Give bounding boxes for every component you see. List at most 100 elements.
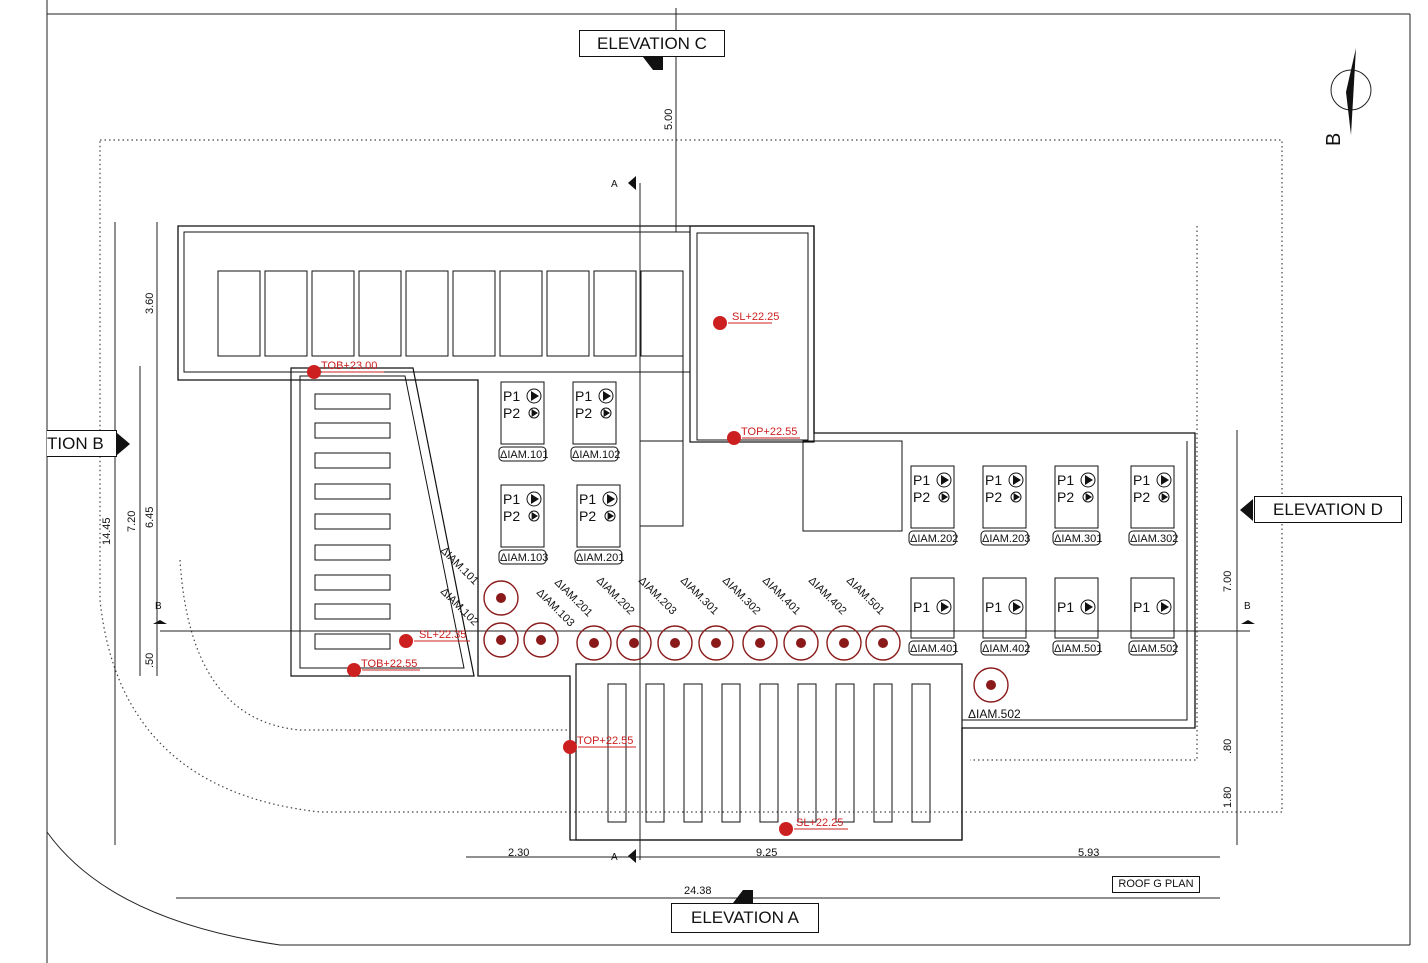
pump-icon xyxy=(938,491,950,503)
pump-arrow-icon xyxy=(531,409,538,417)
north-arrow-icon xyxy=(1330,48,1372,135)
unit-tag-box xyxy=(570,446,619,462)
dim-bottom-mid: 9.25 xyxy=(756,847,777,859)
elevation-b-pointer xyxy=(117,433,130,455)
unit-tag-box xyxy=(980,640,1029,656)
fan-tag: ΔIAM.502 xyxy=(968,707,1021,721)
section-a-top-arrow xyxy=(628,176,636,190)
site-outline-dotted xyxy=(99,139,1283,813)
dim-bottom-left: 2.30 xyxy=(508,847,529,859)
unit-p2-label: P2 xyxy=(1133,489,1150,505)
pump-arrow-icon xyxy=(941,602,949,612)
pump-arrow-icon xyxy=(1085,602,1093,612)
dim-right-bottom: 1.80 xyxy=(1222,787,1234,808)
unit-tag: ΔIAM.103 xyxy=(500,552,548,564)
pump-arrow-icon xyxy=(1085,475,1093,485)
unit-blocks: P1P2ΔIAM.101P1P2ΔIAM.102P1P2ΔIAM.103P1P2… xyxy=(498,381,1178,656)
unit-tag-box xyxy=(980,530,1029,546)
fan-tag: ΔIAM.302 xyxy=(720,575,763,618)
exhaust-fan-row xyxy=(483,580,1009,703)
dim-right-main: 7.00 xyxy=(1222,571,1234,592)
dim-left-inner: 6.45 xyxy=(144,507,156,528)
pump-icon xyxy=(1080,599,1096,615)
pump-icon xyxy=(1158,491,1170,503)
pump-icon xyxy=(528,510,540,522)
roof-edge-dotted-left xyxy=(179,559,570,731)
pump-icon xyxy=(604,510,616,522)
north-label: B xyxy=(1323,133,1345,146)
bottom-dimension-lines xyxy=(176,856,1220,899)
pump-arrow-icon xyxy=(1085,493,1092,501)
pump-arrow-icon xyxy=(607,512,614,520)
fan-tag: ΔIAM.102 xyxy=(438,586,481,629)
pump-arrow-icon xyxy=(531,391,539,401)
dimension-texts: 5.00 14.45 7.20 3.60 6.45 .50 7.00 .80 1… xyxy=(101,109,1234,897)
pump-icon xyxy=(528,407,540,419)
unit-tag-box xyxy=(574,549,623,565)
unit-tag: ΔIAM.101 xyxy=(500,449,548,461)
elevation-c-label: ELEVATION C xyxy=(597,34,707,53)
upper-block xyxy=(689,225,815,443)
left-dimension-lines xyxy=(114,222,158,845)
elevation-c-pointer xyxy=(643,57,663,70)
unit-outline xyxy=(1054,577,1099,639)
unit-p1-label: P1 xyxy=(913,472,930,488)
elevation-b-tag: TION B xyxy=(47,430,117,457)
level-label: SL+22.35 xyxy=(419,629,466,641)
pump-arrow-icon xyxy=(1013,475,1021,485)
level-labels: SL+22.25 TOP+22.55 TOB+23.00 SL+22.35 TO… xyxy=(321,311,843,829)
unit-outline xyxy=(572,381,617,445)
unit-p1-label: P1 xyxy=(1133,599,1150,615)
unit-tag-box xyxy=(1128,640,1177,656)
unit-outline xyxy=(1130,465,1175,529)
pump-arrow-icon xyxy=(531,512,538,520)
unit-outline xyxy=(982,577,1027,639)
solar-panel-row xyxy=(217,270,684,357)
unit-p1-label: P1 xyxy=(503,491,520,507)
elevation-c-tag: ELEVATION C xyxy=(579,30,725,57)
unit-p1-label: P1 xyxy=(1057,599,1074,615)
building-outline xyxy=(177,225,1196,841)
section-letters: A A B B B xyxy=(155,133,1345,863)
section-b-left-arrow xyxy=(153,620,167,624)
upper-block-inner xyxy=(696,232,809,441)
level-markers xyxy=(307,316,848,836)
unit-tag-box xyxy=(908,530,957,546)
unit-outline xyxy=(982,465,1027,529)
unit-outline xyxy=(910,577,955,639)
elevation-d-pointer xyxy=(1240,499,1253,521)
dim-left-mid: 7.20 xyxy=(126,511,138,532)
unit-tag-box xyxy=(498,549,547,565)
elevation-a-label: ELEVATION A xyxy=(690,908,800,927)
unit-tag: ΔIAM.401 xyxy=(910,643,958,655)
inner-edge-right xyxy=(962,441,1188,721)
section-a-top-label: A xyxy=(611,179,618,190)
sheet-title: ROOF G PLAN xyxy=(1118,878,1194,890)
unit-outline xyxy=(576,484,621,548)
dim-left-small: .50 xyxy=(144,653,156,668)
unit-tag-box xyxy=(1052,640,1101,656)
unit-p1-label: P1 xyxy=(913,599,930,615)
unit-tag: ΔIAM.402 xyxy=(982,643,1030,655)
unit-p1-label: P1 xyxy=(579,491,596,507)
level-label: SL+22.25 xyxy=(796,817,843,829)
unit-p2-label: P2 xyxy=(1057,489,1074,505)
level-label: TOP+22.55 xyxy=(741,426,797,438)
pump-icon xyxy=(1010,491,1022,503)
dim-overall: 24.38 xyxy=(684,885,712,897)
section-b-right-arrow xyxy=(1241,620,1255,624)
unit-tag: ΔIAM.203 xyxy=(982,533,1030,545)
pump-icon xyxy=(526,491,542,507)
unit-tag: ΔIAM.202 xyxy=(910,533,958,545)
dim-left-total: 14.45 xyxy=(101,517,113,545)
unit-tag: ΔIAM.201 xyxy=(576,552,624,564)
section-a-bottom-label: A xyxy=(611,852,618,863)
